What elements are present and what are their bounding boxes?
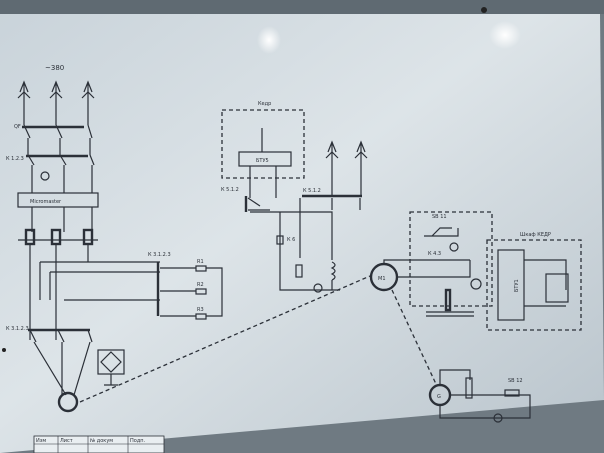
brake-assembly <box>426 288 474 317</box>
contactor-k3-lower <box>28 328 93 343</box>
motor-feed <box>33 341 91 396</box>
indicator <box>470 278 482 290</box>
mechanical-link <box>79 275 371 403</box>
generator-wires <box>439 369 531 419</box>
right-wires <box>383 259 471 278</box>
title-cell: Подп. <box>130 438 146 444</box>
title-cell: Лист <box>60 438 73 444</box>
lamp-k4 <box>449 242 459 252</box>
kedr-enclosure <box>221 109 305 179</box>
btu1-block <box>497 249 525 321</box>
label-g: G <box>437 394 441 400</box>
kedr-title: Кедр <box>258 101 271 107</box>
label-k52: К 5.1.2 <box>303 188 321 194</box>
right-wires <box>524 259 567 307</box>
wires <box>31 207 93 232</box>
label-k6: К 6 <box>287 237 295 243</box>
potentiometer <box>465 377 473 399</box>
pin <box>2 348 6 352</box>
micromaster-label: Micromaster <box>30 199 62 205</box>
wires <box>27 138 91 155</box>
contactor-k52 <box>299 194 362 210</box>
resistor-sb2 <box>504 389 520 397</box>
label-k3-lower: К 3.1.2.3 <box>6 326 29 332</box>
label-qf: QF <box>14 124 21 130</box>
contactor-k3 <box>156 262 223 320</box>
relay-k6 <box>276 235 284 245</box>
mechanical-link-2 <box>391 289 437 385</box>
micromaster-block <box>17 192 99 208</box>
resistor <box>295 264 303 278</box>
btu5-label: БТУ5 <box>256 158 269 164</box>
terminal-block <box>545 273 569 303</box>
motor-left <box>57 391 79 413</box>
label-r2: R2 <box>197 282 204 288</box>
supply-arrows <box>17 80 95 125</box>
shkaf-title: Шкаф КЕДР <box>520 232 551 238</box>
wires <box>31 165 93 193</box>
breaker-qf <box>22 124 93 139</box>
label-k3-upper: К 3.1.2.3 <box>148 252 171 258</box>
label-k1: К 1.2.3 <box>6 156 24 162</box>
contactor-k51 <box>244 196 270 212</box>
rectifier-bridge <box>97 349 125 386</box>
title-cell: № докум <box>90 438 113 444</box>
label-sb1: SB 11 <box>432 214 447 220</box>
paper-sheet <box>0 8 604 453</box>
lamp <box>313 283 323 293</box>
title-block <box>33 435 165 453</box>
center-wires <box>250 210 340 291</box>
lamp-bottom <box>493 413 503 423</box>
btu1-label: БТУ1 <box>514 279 520 292</box>
wires <box>249 166 277 198</box>
label-k4: К 4.3 <box>428 251 441 257</box>
wires <box>29 244 89 340</box>
pin <box>481 7 487 13</box>
label-r3: R3 <box>197 307 204 313</box>
shkaf-kedr-enclosure <box>486 239 582 331</box>
pushbutton-sb1 <box>424 227 459 237</box>
wall-top <box>0 0 604 14</box>
label-sb2: SB 12 <box>508 378 523 384</box>
label-m1: M1 <box>378 276 386 282</box>
branch-wires <box>39 261 160 301</box>
contactor-k1 <box>26 154 95 181</box>
field-winding <box>330 261 336 281</box>
supply-label: ~380 <box>45 64 64 72</box>
supply-arrows-center <box>325 140 368 195</box>
light-glare <box>489 21 521 49</box>
label-r1: R1 <box>197 259 204 265</box>
light-glare <box>257 26 281 54</box>
label-k51: К 5.1.2 <box>221 187 239 193</box>
title-cell: Изм <box>36 438 46 444</box>
btu5-block <box>238 151 292 167</box>
